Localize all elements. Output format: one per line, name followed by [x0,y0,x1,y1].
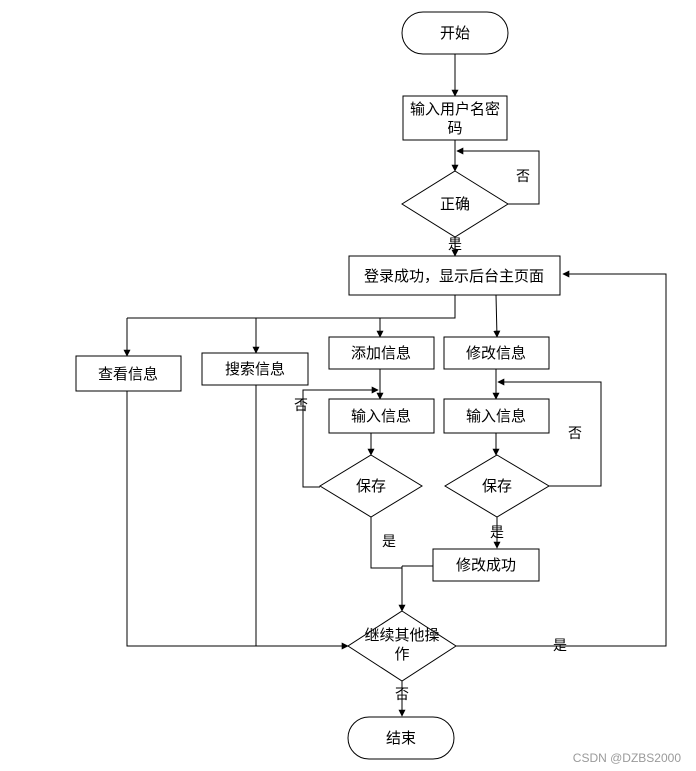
correct-label: 正确 [440,195,470,213]
login-success-label: 登录成功，显示后台主页面 [364,267,544,285]
edge-correct-no-loop [456,147,540,205]
continue-decision [347,610,457,682]
continue-label-1: 继续其他操 [364,626,439,644]
no-continue-label: 否 [395,687,409,703]
no-login-label: 否 [516,169,530,185]
input-credentials-box [402,95,508,141]
view-info-label: 查看信息 [98,365,158,383]
edge-view-continue [126,391,349,650]
node-labels: 开始 输入用户名密 码 正确 登录成功，显示后台主页面 查看信息 搜索信息 添加… [98,24,544,747]
input-info-mod-box [443,398,550,434]
input-credentials-label-1: 输入用户名密 [410,100,500,118]
yes-mod-label: 是 [490,525,504,541]
connectors [123,54,667,717]
edge-login-branch [127,295,456,319]
add-info-box [328,336,435,370]
modify-info-box [443,336,550,370]
no-add-label: 否 [294,398,308,414]
save-mod-label: 保存 [482,477,512,495]
view-info-box [75,355,182,392]
modify-info-label: 修改信息 [466,344,526,362]
end-terminal [347,716,455,760]
watermark: CSDN @DZBS2000 [573,751,682,765]
input-info-mod-label: 输入信息 [466,407,526,425]
edge-labels: 否 是 否 是 否 是 是 否 [294,169,582,703]
nodes [75,11,561,760]
edge-to-modify [493,294,501,338]
yes-add-label: 是 [382,534,396,550]
modify-success-box [432,548,540,582]
save-add-label: 保存 [356,477,386,495]
start-terminal [401,11,509,55]
add-info-label: 添加信息 [351,344,411,362]
edge-mod-no-loop [497,378,602,487]
search-info-box [201,352,309,386]
no-mod-label: 否 [568,426,582,442]
edge-add-save-yes [370,517,402,569]
login-success-box [348,255,561,296]
yes-login-label: 是 [448,237,462,253]
search-info-label: 搜索信息 [225,360,285,378]
input-info-add-label: 输入信息 [351,407,411,425]
input-info-add-box [328,398,435,434]
start-label: 开始 [440,24,470,42]
save-mod-decision [444,454,550,518]
continue-label-2: 作 [394,645,409,663]
modify-success-label: 修改成功 [456,556,516,574]
input-credentials-label-2: 码 [447,119,462,137]
end-label: 结束 [386,729,416,747]
yes-continue-label: 是 [553,638,567,654]
correct-decision [401,170,509,238]
edge-continue-yes-loop [456,270,667,647]
save-add-decision [319,454,423,518]
edge-add-no-loop [302,386,379,488]
